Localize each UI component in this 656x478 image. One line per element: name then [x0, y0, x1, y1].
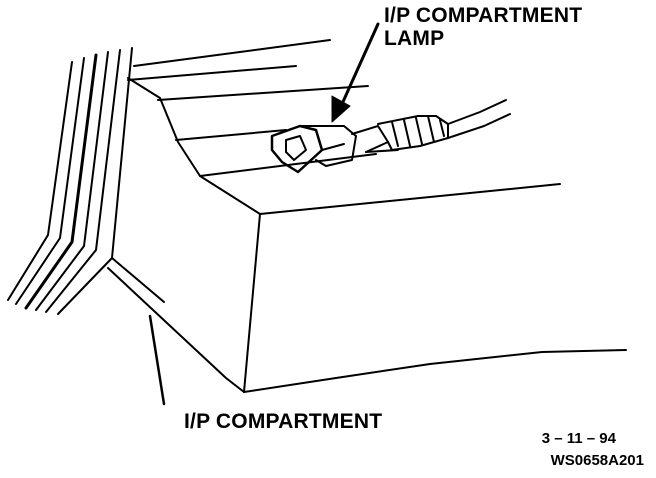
date-stamp: 3 – 11 – 94 — [541, 430, 616, 447]
lamp-assembly — [270, 99, 511, 174]
reference-code: WS0658A201 — [550, 452, 644, 469]
lamp-callout-line-1: I/P COMPARTMENT — [384, 4, 583, 27]
dash-surface-lines — [127, 39, 377, 177]
lamp-callout-line-2: LAMP — [384, 27, 445, 50]
compartment-box — [107, 77, 627, 393]
lamp-leader-arrow — [331, 22, 380, 123]
lamp-callout-label: I/P COMPARTMENT LAMP — [384, 4, 582, 50]
compartment-leader-line — [148, 314, 166, 406]
compartment-callout-label: I/P COMPARTMENT — [184, 410, 383, 433]
